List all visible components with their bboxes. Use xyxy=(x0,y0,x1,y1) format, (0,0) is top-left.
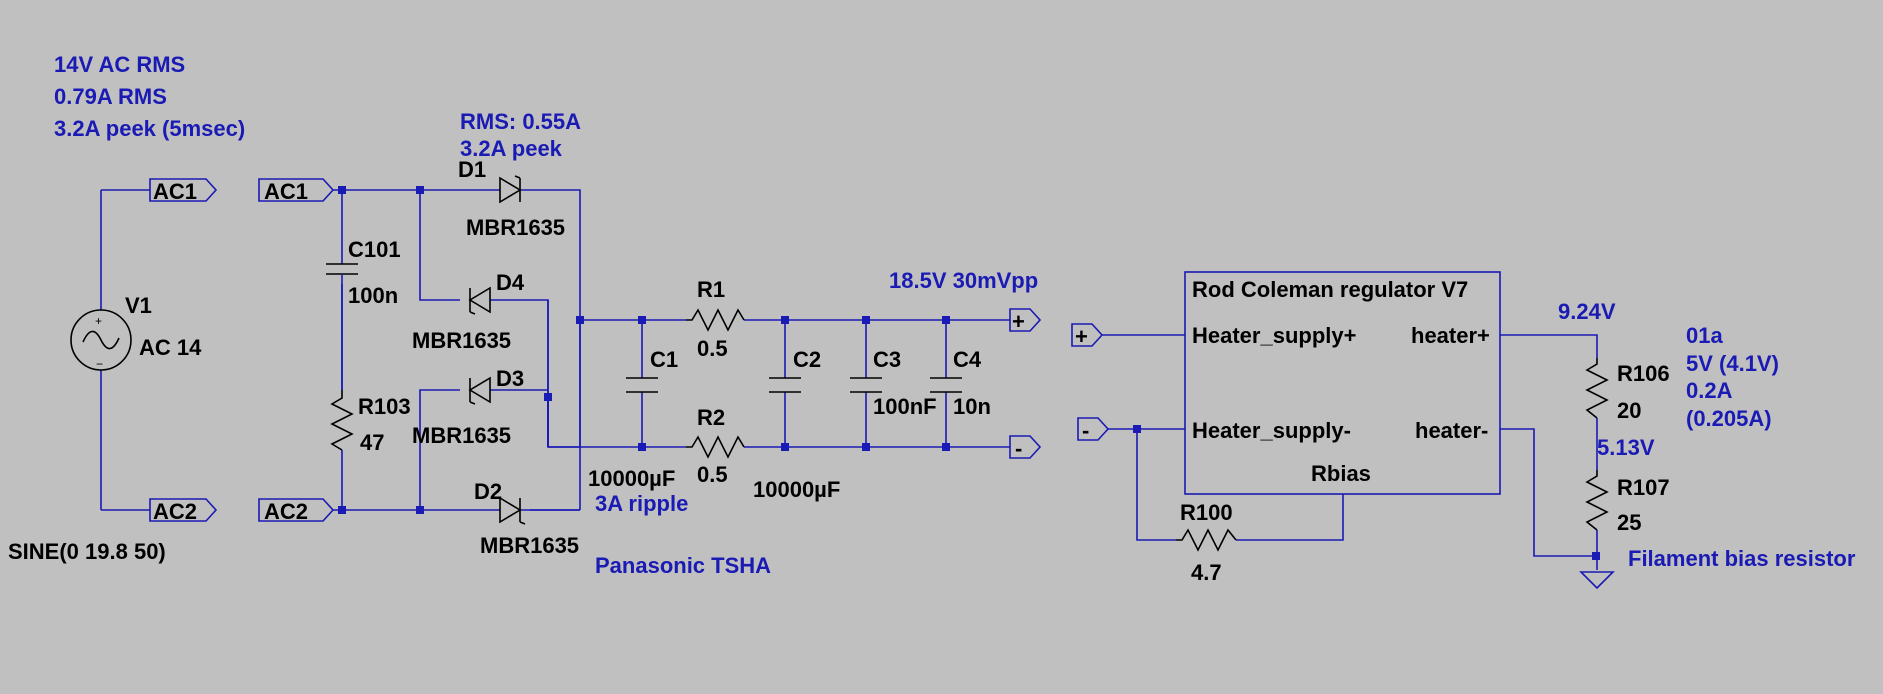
r103-value: 47 xyxy=(360,430,384,455)
c101-value: 100n xyxy=(348,283,398,308)
capacitor-c3 xyxy=(850,377,882,393)
r106-name: R106 xyxy=(1617,361,1670,386)
capacitor-c4 xyxy=(930,377,962,393)
annotation-mid-v: 5.13V xyxy=(1597,435,1655,460)
svg-text:+: + xyxy=(1012,309,1025,334)
port-minus-out: - xyxy=(1009,435,1042,461)
v1-value: AC 14 xyxy=(139,335,202,360)
svg-text:AC1: AC1 xyxy=(264,179,308,204)
svg-text:-: - xyxy=(1015,436,1022,461)
d3-value: MBR1635 xyxy=(412,423,511,448)
d3-name: D3 xyxy=(496,366,524,391)
svg-text:AC1: AC1 xyxy=(153,179,197,204)
net-label-ac1-out: AC1 xyxy=(149,178,218,204)
junction-dots xyxy=(338,186,1600,560)
wire-dc-rails xyxy=(548,319,1010,510)
annotation-tube-a: 0.2A xyxy=(1686,378,1733,403)
capacitor-c2 xyxy=(769,377,801,393)
regulator-pin-rbias: Rbias xyxy=(1311,461,1371,486)
port-plus-out: + xyxy=(1009,308,1042,334)
regulator-pin-heater-plus: heater+ xyxy=(1411,323,1490,348)
r106-value: 20 xyxy=(1617,398,1641,423)
c1-name: C1 xyxy=(650,347,678,372)
d4-value: MBR1635 xyxy=(412,328,511,353)
annotation-tube-v: 5V (4.1V) xyxy=(1686,351,1779,376)
annotation-tube-a2: (0.205A) xyxy=(1686,406,1772,431)
d2-name: D2 xyxy=(474,479,502,504)
svg-text:+: + xyxy=(1075,324,1088,349)
svg-text:+: + xyxy=(95,314,102,328)
ground-icon xyxy=(1579,571,1615,590)
r103-name: R103 xyxy=(358,394,411,419)
regulator-pin-heater-minus: heater- xyxy=(1415,418,1488,443)
c3-value: 100nF xyxy=(873,394,937,419)
capacitor-c101 xyxy=(326,263,358,390)
port-minus-in: - xyxy=(1077,417,1110,443)
v1-name: V1 xyxy=(125,293,152,318)
annotation-ripple: 3A ripple xyxy=(595,491,688,516)
annotation-heater-v: 9.24V xyxy=(1558,299,1616,324)
annotation-source-rms-v: 14V AC RMS xyxy=(54,52,185,77)
svg-text:AC2: AC2 xyxy=(264,499,308,524)
r1-value: 0.5 xyxy=(697,336,728,361)
annotation-tube: 01a xyxy=(1686,323,1723,348)
annotation-bias-note: Filament bias resistor xyxy=(1628,546,1856,571)
resistor-r103 xyxy=(330,390,354,451)
d4-name: D4 xyxy=(496,270,525,295)
diode-d3 xyxy=(468,376,491,405)
annotation-cap-brand: Panasonic TSHA xyxy=(595,553,771,578)
svg-text:-: - xyxy=(1082,418,1089,443)
regulator-block xyxy=(1184,271,1501,495)
source-v1: + − xyxy=(70,189,150,511)
c2-value: 10000µF xyxy=(753,477,840,502)
annotation-source-peak: 3.2A peek (5msec) xyxy=(54,116,245,141)
c2-name: C2 xyxy=(793,347,821,372)
c4-value: 10n xyxy=(953,394,991,419)
r2-value: 0.5 xyxy=(697,462,728,487)
regulator-title: Rod Coleman regulator V7 xyxy=(1192,277,1468,302)
resistor-r100 xyxy=(1176,528,1237,552)
net-label-ac1-in: AC1 xyxy=(258,178,335,204)
d1-value: MBR1635 xyxy=(466,215,565,240)
diode-d1 xyxy=(499,175,522,204)
capacitor-c1 xyxy=(626,377,658,393)
r2-name: R2 xyxy=(697,405,725,430)
resistor-r2 xyxy=(686,435,745,459)
annotation-diode-rms: RMS: 0.55A xyxy=(460,109,581,134)
svg-text:−: − xyxy=(96,357,103,371)
diode-d4 xyxy=(468,286,491,315)
d2-value: MBR1635 xyxy=(480,533,579,558)
r100-name: R100 xyxy=(1180,500,1233,525)
c1-value: 10000µF xyxy=(588,466,675,491)
annotation-source-rms-a: 0.79A RMS xyxy=(54,84,167,109)
wire-regulator xyxy=(1102,334,1598,570)
r1-name: R1 xyxy=(697,277,725,302)
net-label-ac2-in: AC2 xyxy=(258,498,335,524)
diode-d2 xyxy=(499,496,526,525)
regulator-pin-supply-minus: Heater_supply- xyxy=(1192,418,1351,443)
r107-value: 25 xyxy=(1617,510,1641,535)
resistor-r107 xyxy=(1585,470,1609,531)
v1-spice: SINE(0 19.8 50) xyxy=(8,539,166,564)
net-label-ac2-out: AC2 xyxy=(149,498,218,524)
c4-name: C4 xyxy=(953,347,982,372)
c101-name: C101 xyxy=(348,237,401,262)
annotation-dc-out: 18.5V 30mVpp xyxy=(889,268,1038,293)
d1-name: D1 xyxy=(458,157,486,182)
r107-name: R107 xyxy=(1617,475,1670,500)
resistor-r106 xyxy=(1585,358,1609,419)
resistor-r1 xyxy=(686,308,745,332)
svg-text:AC2: AC2 xyxy=(153,499,197,524)
annotation-diode-peak: 3.2A peek xyxy=(460,136,563,161)
c3-name: C3 xyxy=(873,347,901,372)
port-plus-in: + xyxy=(1071,323,1104,349)
r100-value: 4.7 xyxy=(1191,560,1222,585)
regulator-pin-supply-plus: Heater_supply+ xyxy=(1192,323,1356,348)
